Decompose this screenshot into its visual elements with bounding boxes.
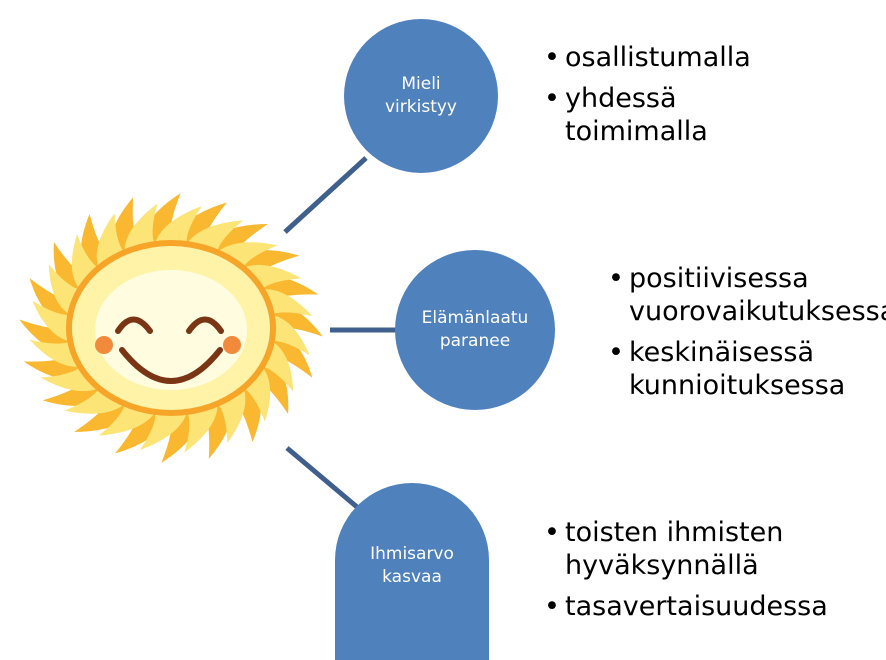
sun-ray	[32, 300, 69, 341]
bullet-item: yhdessä toimimalla	[544, 82, 751, 148]
sun-ray	[188, 220, 244, 251]
bullet-text: tasavertaisuudessa	[565, 591, 828, 622]
sun-ray	[71, 234, 97, 288]
node-label-line: virkistyy	[385, 97, 457, 117]
sun-ray	[64, 389, 124, 414]
bullet-item: keskinäisessä kunnioituksessa	[608, 336, 886, 402]
sun-ray	[184, 405, 218, 453]
node-elamanlaatu-paranee: Elämänlaatu paranee	[395, 250, 555, 410]
smile-mouth	[119, 347, 223, 384]
node-label-line: Mieli	[401, 74, 441, 94]
sun-ray	[48, 264, 78, 314]
bullet-list-elamanlaatu: positiivisessa vuorovaikutuksessa keskin…	[608, 262, 886, 410]
sun-ray	[98, 405, 154, 436]
node-label-line: kasvaa	[382, 566, 442, 587]
node-label-line: paranee	[439, 331, 511, 351]
right-cheek	[223, 336, 241, 354]
node-label-line: Ihmisarvo	[370, 543, 454, 564]
bullet-list-ihmisarvo: toisten ihmisten hyväksynnällä tasaverta…	[544, 516, 828, 631]
sun-ray	[218, 242, 278, 267]
sun-rays	[19, 193, 323, 463]
connectors	[283, 156, 396, 509]
sun-ray	[124, 203, 158, 251]
connector-line-3	[285, 446, 359, 509]
sun-ray	[155, 206, 202, 242]
bullet-text: hyväksynnällä	[565, 550, 759, 581]
right-eye	[186, 316, 224, 334]
bullet-item: osallistumalla	[544, 41, 751, 74]
node-label-line: Elämänlaatu	[421, 308, 529, 328]
bullet-list-mieli: osallistumalla yhdessä toimimalla	[544, 41, 751, 156]
node-mieli-virkistyy: Mieli virkistyy	[344, 19, 498, 173]
bullet-text: vuorovaikutuksessa	[629, 296, 886, 327]
sun-ray	[273, 315, 310, 356]
bullet-item: tasavertaisuudessa	[544, 590, 828, 623]
node-ihmisarvo-kasvaa: Ihmisarvo kasvaa	[335, 483, 489, 660]
sun-ray	[245, 368, 271, 422]
bullet-text: keskinäisessä	[629, 337, 815, 368]
bullet-text: kunnioituksessa	[629, 370, 846, 401]
left-cheek	[95, 336, 113, 354]
bullet-item: positiivisessa vuorovaikutuksessa	[608, 262, 886, 328]
bullet-text: toisten ihmisten	[565, 517, 784, 548]
bullet-text: yhdessä	[565, 83, 677, 114]
sun-ray	[140, 414, 187, 450]
bullet-item: toisten ihmisten hyväksynnällä	[544, 516, 828, 582]
sun-ray	[264, 342, 294, 392]
sun-ray	[203, 223, 268, 258]
bullet-text: positiivisessa	[629, 263, 809, 294]
sun-ray	[74, 398, 139, 433]
bullet-text: toimimalla	[565, 116, 708, 147]
bullet-text: osallistumalla	[565, 42, 751, 73]
smiling-sun-icon	[19, 193, 323, 463]
left-eye	[115, 316, 153, 334]
sun-ray	[264, 289, 313, 317]
sun-ray	[29, 339, 78, 367]
connector-line-1	[283, 156, 368, 234]
